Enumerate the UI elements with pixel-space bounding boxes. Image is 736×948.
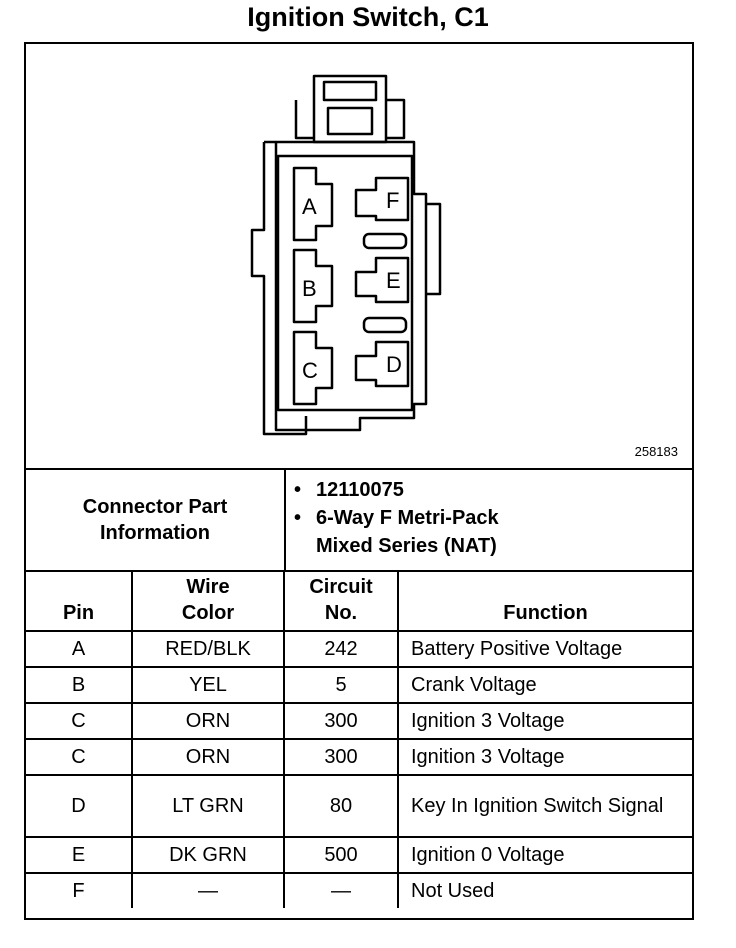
cavity-label-e: E	[386, 268, 401, 293]
function-cell: Battery Positive Voltage	[397, 630, 692, 668]
connector-type-item: • 6-Way F Metri-Pack Mixed Series (NAT)	[294, 504, 499, 560]
table-header-row: Pin Wire Color Circuit No. Function	[26, 570, 692, 632]
function-cell: Not Used	[397, 872, 692, 908]
function-cell: Ignition 3 Voltage	[397, 738, 692, 776]
cavity-f-outline	[354, 176, 410, 222]
body-outline	[274, 140, 428, 432]
cavity-d-outline	[354, 340, 410, 388]
connector-info-list: • 12110075 • 6-Way F Metri-Pack Mixed Se…	[294, 476, 499, 560]
wire-color-cell: ORN	[131, 738, 285, 776]
pin-cell: D	[26, 774, 133, 838]
wire-color-cell: ORN	[131, 702, 285, 740]
page-title: Ignition Switch, C1	[247, 2, 489, 32]
cavity-label-a: A	[302, 194, 317, 219]
bullet: •	[294, 507, 302, 529]
pin-cell: F	[26, 872, 133, 908]
cavity-label-b: B	[302, 276, 317, 301]
header-circuit-no: Circuit No.	[283, 570, 399, 632]
slot-lower	[362, 316, 408, 334]
slot-upper	[362, 232, 408, 250]
circuit-no-cell: 300	[283, 738, 399, 776]
circuit-no-cell: 5	[283, 666, 399, 704]
function-cell: Ignition 3 Voltage	[397, 702, 692, 740]
drawing-number: 258183	[634, 444, 678, 459]
pin-cell: E	[26, 836, 133, 874]
connector-drawing: A B C D E F	[250, 74, 442, 436]
wire-color-cell: RED/BLK	[131, 630, 285, 668]
latch-inner	[322, 80, 378, 102]
cavity-b-outline	[292, 248, 334, 324]
cavity-label-f: F	[386, 188, 399, 213]
body-left-rail	[250, 140, 308, 436]
header-pin: Pin	[26, 570, 133, 632]
cavity-a-outline	[292, 166, 334, 242]
function-cell: Key In Ignition Switch Signal	[397, 774, 692, 838]
latch-neck	[294, 98, 406, 140]
pin-cell: A	[26, 630, 133, 668]
connector-type: 6-Way F Metri-Pack Mixed Series (NAT)	[316, 507, 499, 557]
pin-cell: B	[26, 666, 133, 704]
function-cell: Ignition 0 Voltage	[397, 836, 692, 874]
header-wire-color: Wire Color	[131, 570, 285, 632]
cavity-label-c: C	[302, 358, 318, 383]
connector-diagram: A B C D E F 258183	[26, 44, 692, 468]
connector-info-label: Connector Part Information	[26, 470, 286, 570]
cavity-c-outline	[292, 330, 334, 406]
connector-frame: A B C D E F 258183 Connector Part Inform…	[24, 42, 694, 920]
cavity-e-outline	[354, 256, 410, 304]
header-function: Function	[397, 570, 692, 632]
wire-color-cell: LT GRN	[131, 774, 285, 838]
function-cell: Crank Voltage	[397, 666, 692, 704]
bullet: •	[294, 479, 302, 501]
circuit-no-cell: 242	[283, 630, 399, 668]
wire-color-cell: YEL	[131, 666, 285, 704]
side-tab	[426, 202, 442, 296]
body-inner	[276, 154, 414, 412]
circuit-no-cell: 80	[283, 774, 399, 838]
part-number: 12110075	[316, 479, 404, 501]
circuit-no-cell: 300	[283, 702, 399, 740]
part-number-item: • 12110075	[294, 476, 499, 504]
table-row: F——Not Used	[26, 872, 692, 908]
latch-lock	[326, 106, 374, 136]
pin-cell: C	[26, 702, 133, 740]
pin-cell: C	[26, 738, 133, 776]
wire-color-cell: —	[131, 872, 285, 908]
wire-color-cell: DK GRN	[131, 836, 285, 874]
cavity-label-d: D	[386, 352, 402, 377]
circuit-no-cell: —	[283, 872, 399, 908]
circuit-no-cell: 500	[283, 836, 399, 874]
connector-info: Connector Part Information • 12110075 • …	[26, 468, 692, 572]
